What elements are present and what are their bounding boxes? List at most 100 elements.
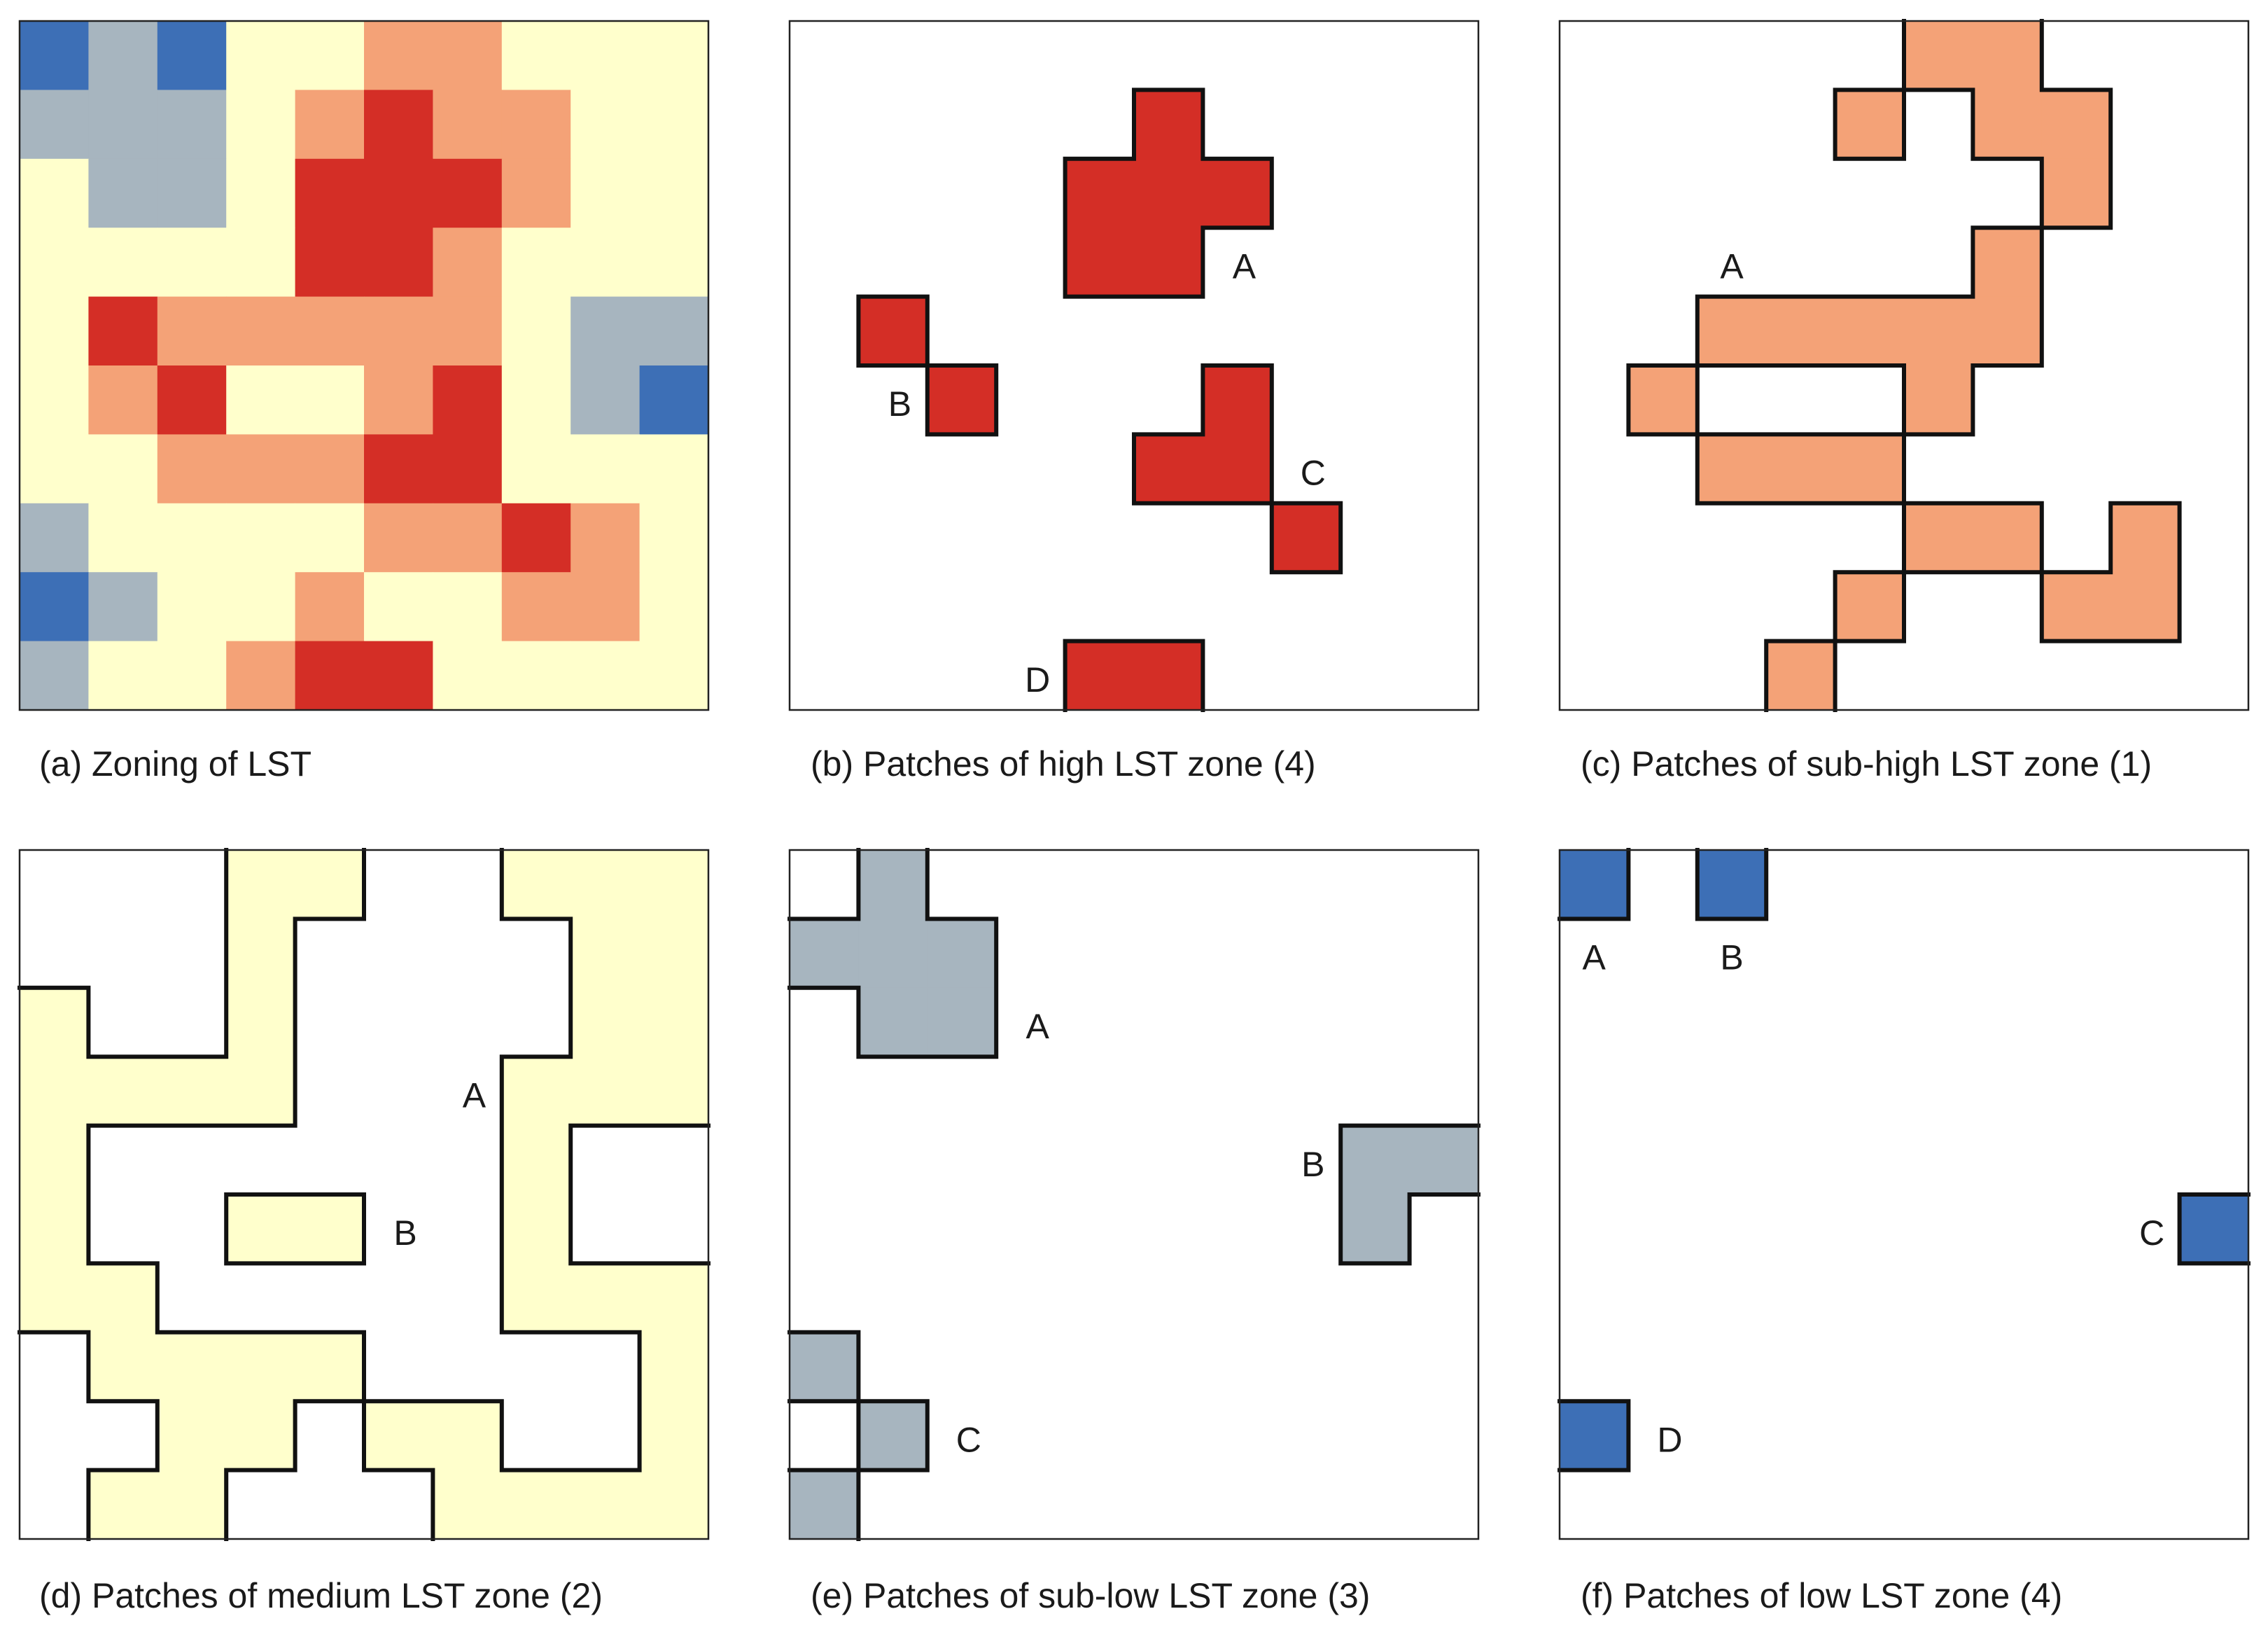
grid-cell [20,503,89,573]
grid-cell [226,641,296,711]
grid-cell [364,228,433,298]
grid-cell [790,1470,859,1540]
grid-cell [226,1332,296,1402]
grid-cell [88,641,158,711]
grid-cell [364,296,433,366]
caption-panel-b: (b) Patches of high LST zone (4) [811,744,1316,783]
patch-label-b: B [888,384,911,424]
grid-cell [157,21,227,90]
grid-cell [570,296,640,366]
patch-boundary [1626,19,2182,712]
grid-cell [364,434,433,504]
grid-cell [226,987,296,1057]
grid-cell [1835,572,1905,642]
grid-cell [295,228,365,298]
grid-cell [295,434,365,504]
grid-cell [20,365,89,435]
grid-cell [157,641,227,711]
grid-cell [226,228,296,298]
patch-label-a: A [1026,1007,1050,1046]
grid-cell [639,641,709,711]
grid-cell [570,1470,640,1540]
grid-cell [2179,1194,2249,1264]
grid-cell [88,1332,158,1402]
grid-cell [639,365,709,435]
grid-cell [226,850,296,919]
grid-cell [433,296,503,366]
grid-cell [226,90,296,160]
grid-cell [1065,158,1135,228]
grid-cell [295,90,365,160]
grid-cell [639,21,709,90]
grid-cell [639,1263,709,1333]
panel-zoning-of-lst [18,20,710,711]
grid-cell [157,1470,227,1540]
grid-cell [295,365,365,435]
patch-label-c: C [2139,1213,2164,1253]
grid-cell [364,158,433,228]
patch-boundary [1558,848,2250,1472]
patch-label-c: C [956,1420,981,1459]
grid-cell [433,1401,503,1471]
grid-cell [157,1057,227,1127]
grid-cell [226,158,296,228]
caption-panel-d: (d) Patches of medium LST zone (2) [39,1576,603,1615]
grid-cell [570,365,640,435]
grid-cell [1835,296,1905,366]
grid-cell [639,228,709,298]
grid-cell [1560,1401,1629,1471]
grid-cell [20,1057,89,1127]
sub-high-patches-svg: A [1558,19,2250,712]
grid-cell [364,90,433,160]
grid-cell [639,158,709,228]
grid-cell [570,850,640,919]
grid-cell [639,987,709,1057]
grid-cell [1766,641,1836,711]
grid-cell [1904,21,1973,90]
grid-cell [2110,503,2180,573]
grid-cell [1973,503,2043,573]
grid-cell [1134,90,1203,160]
grid-cell [226,1194,296,1264]
grid-cell [157,1401,227,1471]
grid-cell [88,158,158,228]
grid-cell [226,434,296,504]
grid-cell [433,228,503,298]
grid-cell [295,296,365,366]
grid-cell [1973,90,2043,160]
grid-cell [20,90,89,160]
grid-cell [501,1194,571,1264]
grid-cell [433,158,503,228]
panel-frame [1558,20,2250,711]
grid-cell [1904,503,1973,573]
grid-cell [20,296,89,366]
grid-cell [570,1263,640,1333]
grid-cell [501,90,571,160]
grid-cell [88,503,158,573]
grid-cell [433,21,503,90]
patch-boundary [788,848,1480,1541]
zoning-grid-svg [18,20,710,711]
grid-cell [157,503,227,573]
grid-cell [1835,434,1905,504]
grid-cell [20,158,89,228]
grid-cell [88,228,158,298]
grid-cell [295,1194,365,1264]
grid-cell [364,503,433,573]
grid-cell [570,503,640,573]
grid-cell [364,365,433,435]
grid-cell [1973,296,2043,366]
grid-cell [88,365,158,435]
grid-cell [570,572,640,642]
grid-cell [501,21,571,90]
patch-label-a: A [1720,246,1744,286]
grid-cell [501,1263,571,1333]
grid-cell [1409,1125,1479,1195]
grid-cell [501,296,571,366]
grid-cell [501,228,571,298]
grid-cell [295,158,365,228]
